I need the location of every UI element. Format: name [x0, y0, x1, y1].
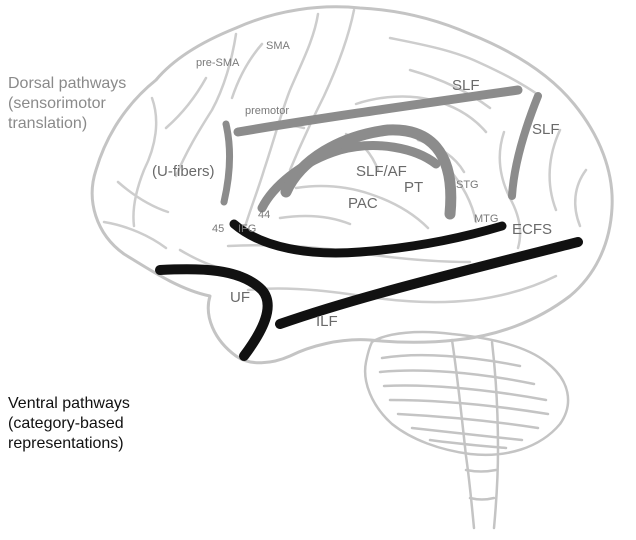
- pac-label: PAC: [348, 195, 378, 212]
- uf-label: UF: [230, 289, 250, 306]
- u-fibers-label: (U-fibers): [152, 163, 215, 180]
- cerebrum-outline: [92, 7, 612, 363]
- stg-label: STG: [456, 179, 479, 191]
- uf-tract: [160, 269, 268, 356]
- ifg-label: IFG: [238, 223, 256, 235]
- sma-label: SMA: [266, 40, 291, 52]
- slf-right-label: SLF: [532, 121, 560, 138]
- premotor-label: premotor: [245, 105, 289, 117]
- slf-right-tract: [512, 96, 538, 196]
- u-fibers-tract: [224, 124, 230, 202]
- pt-label: PT: [404, 179, 423, 196]
- mtg-label: MTG: [474, 213, 498, 225]
- ecfs-label: ECFS: [512, 221, 552, 238]
- cerebellum: [365, 332, 568, 455]
- slf-af-label: SLF/AF: [356, 163, 407, 180]
- ventral-pathways: [160, 224, 578, 356]
- ecfs-tract: [234, 224, 502, 253]
- ilf-label: ILF: [316, 313, 338, 330]
- ba45-label: 45: [212, 223, 224, 235]
- ba44-label: 44: [258, 209, 270, 221]
- pre-sma-label: pre-SMA: [196, 57, 240, 69]
- slf-top-label: SLF: [452, 77, 480, 94]
